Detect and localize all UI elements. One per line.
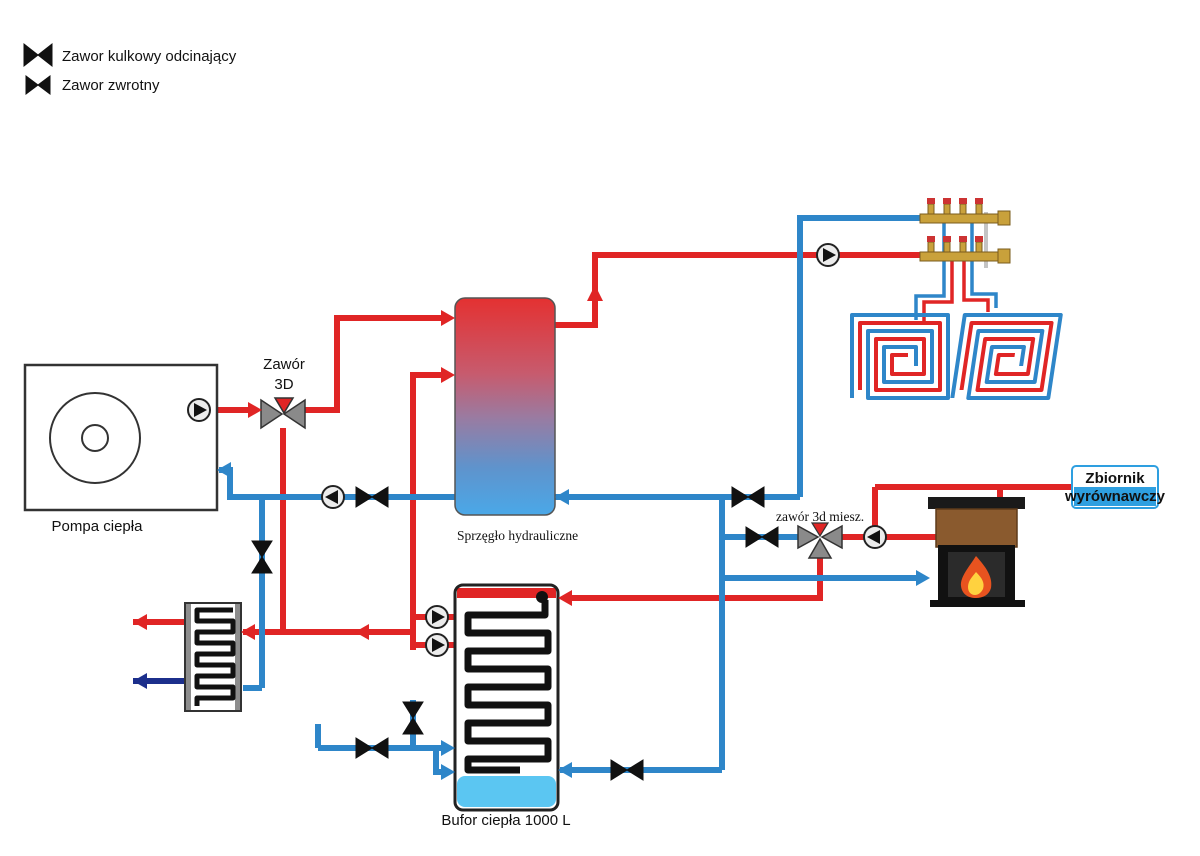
buffer-tank [453,583,560,812]
arrow-into-separator-mid [441,367,455,383]
arrow-buffer-coil-in [558,590,572,606]
pump-floor-heating [816,243,840,267]
valve-buffer-feed [355,737,389,759]
arrow-into-separator-top [441,310,455,326]
pump-buffer-bottom [425,633,449,657]
label-valve-3d-line1: Zawór [263,356,305,373]
expansion-tank-lower [1074,487,1156,506]
fireplace-mantel [935,508,1018,548]
manifold-upper [919,198,1011,226]
fireplace-top-shelf [928,497,1025,509]
expansion-tank-label-1: Zbiornik [1085,470,1145,487]
valve-mixing-cold [745,526,779,548]
fireplace-base [930,600,1025,607]
separator-body [454,297,556,516]
arrow-into-separator-right [555,489,569,505]
buffer-coil-port [536,591,548,603]
manifold-bracket [984,212,988,268]
hydraulic-separator [454,297,556,516]
loop1-hot-spiral [858,321,942,392]
legend-label-check-valve: Zawor zwrotny [62,77,160,94]
dhw-coil [194,607,236,706]
pipe-manifold-return-riser [797,215,920,497]
heat-pump-fan-outer [49,392,141,484]
arrow-into-hp [217,462,231,478]
pump-heat-pump [187,398,211,422]
arrow-buffer-feed-1 [441,740,455,756]
heat-pump-fan-inner [81,424,109,452]
dhw-tank-wall-left [186,604,191,710]
arrow-dhw-cold-in [133,673,147,689]
arrow-into-fireplace [916,570,930,586]
three-way-mixing-valve [797,522,843,559]
ball-valve-icon [23,42,53,68]
arrow-buffer-feed-2 [441,764,455,780]
arrow-floor-supply-up [587,285,603,301]
label-separator: Sprzęgło hydrauliczne [457,528,578,543]
valve-hp-return [355,486,389,508]
riser-loop2-hot [962,261,990,312]
arrow-dhw-out [133,614,147,630]
buffer-coil [464,600,552,774]
pipe-3dvalve-to-separator-top [304,315,443,413]
pump-fireplace [863,525,887,549]
label-valve-3d-line2: 3D [274,376,293,393]
flow-arrows [133,285,930,780]
pipe-buffer-feed-branch [433,748,443,775]
label-heat-pump: Pompa ciepła [52,518,144,535]
pump-buffer-top [425,605,449,629]
manifold-lower [919,236,1011,264]
pipe-buffer-charge [570,548,823,601]
label-mixing-valve: zawór 3d miesz. [776,509,864,524]
floor-heating-manifolds [919,198,1011,268]
floor-heating-loop-1 [850,313,950,400]
dhw-tank [184,602,242,712]
heat-pump-body [23,363,219,512]
loop1-cold-spiral [850,313,950,400]
buffer-hot-cap [457,588,556,598]
buffer-outline [453,583,560,812]
fireplace [928,497,1025,607]
arrow-dhw-charge-2 [241,624,255,640]
label-buffer: Bufor ciepła 1000 L [441,812,570,829]
three-way-valve-3d [260,397,306,430]
buffer-body [455,585,558,810]
legend-label-ball-valve: Zawor kulkowy odcinający [62,48,237,65]
arrow-into-3dvalve [248,402,262,418]
check-valve-icon [25,75,51,95]
valve-hp-down-vertical [251,540,273,574]
heat-pump [23,363,219,512]
loop2-cold-spiral [950,313,1063,400]
valve-buffer-return [610,759,644,781]
expansion-tank: Zbiornik wyrównawczy [1064,465,1166,509]
pumps [187,243,887,657]
expansion-tank-label-2: wyrównawczy [1064,488,1166,505]
valve-drain-vertical [402,701,424,735]
loop2-hot-spiral [959,321,1054,392]
dhw-tank-wall-right [235,604,240,710]
floor-heating-loop-2 [950,313,1063,400]
arrow-dhw-charge-1 [355,624,369,640]
buffer-water-bottom [457,776,556,807]
valve-manifold-return [731,486,765,508]
arrow-buffer-return-in [558,762,572,778]
flame-inner [968,572,984,595]
legend: Zawor kulkowy odcinający Zawor zwrotny [23,42,237,95]
pump-hp-return [321,485,345,509]
valves [251,486,779,781]
